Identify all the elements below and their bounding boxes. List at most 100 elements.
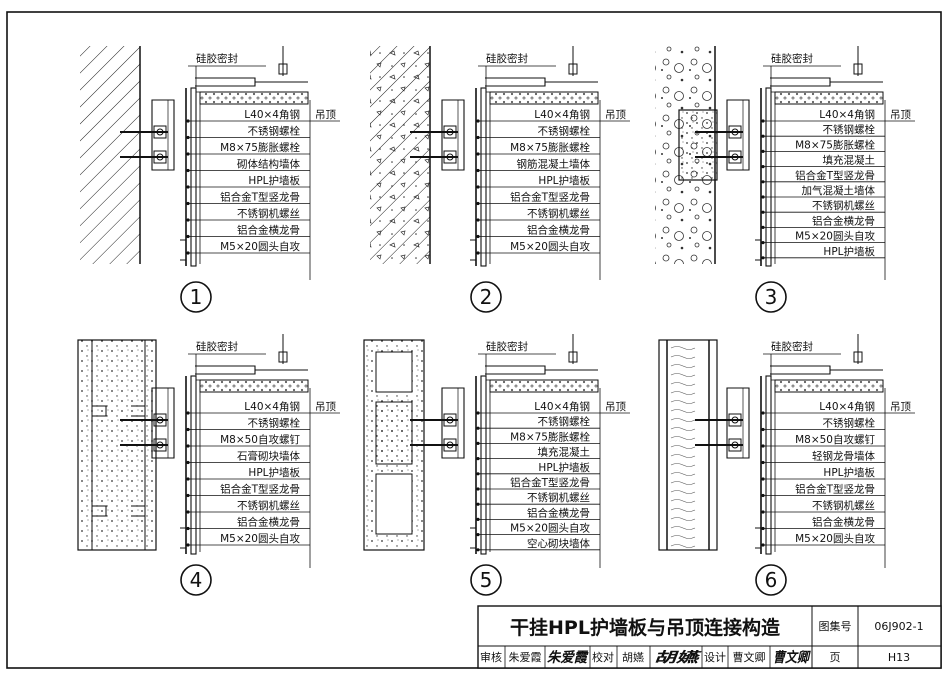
callout-label: L40×4角钢 (244, 400, 300, 413)
angle-steel (726, 387, 750, 459)
callout-label: HPL护墙板 (823, 466, 875, 479)
title-block: 干挂HPL护墙板与吊顶连接构造 图集号 06J902-1 页 H13 审核 朱爱… (477, 605, 942, 669)
drawing-title: 干挂HPL护墙板与吊顶连接构造 (510, 616, 781, 639)
sealant-label: 硅胶密封 (196, 340, 238, 353)
concrete-infill (678, 109, 718, 181)
detail-number: 6 (765, 568, 778, 592)
callout-label: M8×50自攻螺钉 (795, 433, 875, 446)
callout-label: 不锈钢机螺丝 (237, 207, 300, 220)
detail-6: 硅胶密封L40×4角钢不锈钢螺栓M8×50自攻螺钉轻钢龙骨墙体HPL护墙板铝合金… (658, 334, 915, 596)
ceiling-hanger (568, 334, 578, 364)
review-label: 审核 (480, 650, 502, 664)
callout-label: M8×75膨胀螺栓 (510, 430, 590, 443)
callout-label: 不锈钢螺栓 (248, 125, 301, 138)
sealant-label: 硅胶密封 (486, 52, 528, 65)
design-label: 设计 (704, 651, 726, 664)
designer-signature: 曹文卿 (773, 649, 812, 666)
callout-label: M5×20圆头自攻 (795, 532, 875, 545)
callout-label: M8×75膨胀螺栓 (510, 141, 590, 154)
ceiling-label: 吊顶 (315, 401, 336, 413)
sealant-label: 硅胶密封 (771, 52, 813, 65)
sealant-label: 硅胶密封 (771, 340, 813, 353)
ceiling-label: 吊顶 (890, 401, 911, 413)
callout-label: 铝合金T型竖龙骨 (795, 169, 875, 182)
callout-label: 铝合金横龙骨 (237, 516, 300, 529)
callout-label: HPL护墙板 (248, 466, 300, 479)
ceiling-hanger (568, 46, 578, 76)
reviewer-name: 朱爱霞 (509, 651, 542, 664)
ceiling-keel (770, 365, 883, 375)
ceiling-keel (195, 77, 308, 87)
sealant-label: 硅胶密封 (196, 52, 238, 65)
detail-number-circle (755, 281, 787, 313)
callout-label: 铝合金T型竖龙骨 (510, 476, 590, 489)
ceiling-label: 吊顶 (890, 109, 911, 121)
detail-number: 1 (190, 285, 203, 309)
ceiling-keel (195, 365, 308, 375)
callout-label: HPL护墙板 (823, 245, 875, 258)
detail-number: 4 (190, 568, 203, 592)
cross-keel (470, 239, 477, 261)
detail-number: 2 (480, 285, 493, 309)
ceiling-hanger (853, 46, 863, 76)
callout-label: 铝合金T型竖龙骨 (220, 483, 300, 496)
callout-label: M8×75膨胀螺栓 (795, 138, 875, 151)
ceiling-keel (485, 77, 598, 87)
angle-steel (726, 99, 750, 171)
page-label: 页 (830, 651, 841, 664)
callout-label: 不锈钢机螺丝 (527, 207, 590, 220)
hpl-panel (190, 375, 197, 555)
cross-keel (180, 239, 187, 261)
callout-label: HPL护墙板 (538, 174, 590, 187)
detail-number: 3 (765, 285, 778, 309)
sealant-label: 硅胶密封 (486, 340, 528, 353)
callout-label: 不锈钢螺栓 (538, 125, 591, 138)
ceiling-board (489, 379, 599, 393)
callout-label: 钢筋混凝土墙体 (517, 158, 591, 171)
callout-label: 不锈钢螺栓 (248, 417, 301, 430)
callout-label: 不锈钢螺栓 (823, 417, 876, 430)
ceiling-board (199, 91, 309, 105)
callout-label: 铝合金横龙骨 (237, 224, 300, 237)
callout-label: L40×4角钢 (819, 108, 875, 121)
atlas-label: 图集号 (819, 619, 852, 633)
callout-label: M5×20圆头自攻 (220, 240, 300, 253)
callout-label: L40×4角钢 (534, 400, 590, 413)
sheet-border (6, 11, 942, 669)
ceiling-hanger (278, 334, 288, 364)
callout-label: 铝合金横龙骨 (527, 224, 590, 237)
cross-keel (180, 527, 187, 549)
hpl-panel (765, 375, 772, 555)
hpl-panel (480, 87, 487, 267)
ceiling-board (774, 91, 884, 105)
angle-steel (151, 99, 175, 171)
callout-label: 加气混凝土墙体 (802, 184, 876, 197)
page-number: H13 (888, 651, 910, 664)
hpl-panel (765, 87, 772, 267)
detail-number-circle (180, 281, 212, 313)
cross-keel (755, 527, 762, 549)
detail-number-circle (470, 281, 502, 313)
detail-number-circle (755, 564, 787, 596)
hpl-panel (480, 375, 487, 555)
detail-3: 硅胶密封L40×4角钢不锈钢螺栓M8×75膨胀螺栓填充混凝土铝合金T型竖龙骨加气… (655, 46, 915, 313)
callout-label: 填充混凝土 (538, 446, 591, 459)
callout-label: M8×75膨胀螺栓 (220, 141, 300, 154)
callout-label: 石膏砌块墙体 (237, 450, 300, 463)
callout-label: 铝合金T型竖龙骨 (510, 191, 590, 204)
detail-5: 硅胶密封L40×4角钢不锈钢螺栓M8×75膨胀螺栓填充混凝土HPL护墙板铝合金T… (363, 334, 630, 596)
callout-label: HPL护墙板 (538, 461, 590, 474)
callout-label: 不锈钢机螺丝 (812, 199, 875, 212)
callout-label: 不锈钢机螺丝 (237, 499, 300, 512)
hpl-panel (190, 87, 197, 267)
callout-label: M5×20圆头自攻 (795, 230, 875, 243)
callout-label: L40×4角钢 (534, 108, 590, 121)
ceiling-label: 吊顶 (605, 401, 626, 413)
atlas-number: 06J902-1 (874, 620, 923, 633)
callout-label: 不锈钢机螺丝 (812, 499, 875, 512)
callout-label: HPL护墙板 (248, 174, 300, 187)
check-label: 校对 (592, 650, 614, 664)
angle-steel (441, 387, 465, 459)
